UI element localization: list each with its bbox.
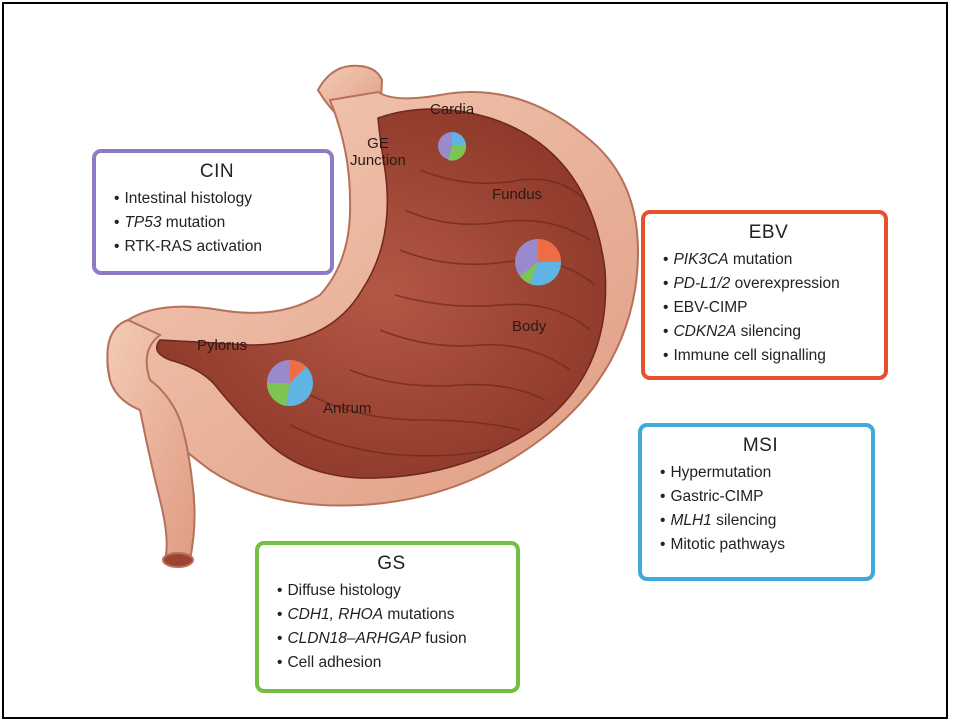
ebv-item: Immune cell signalling <box>663 344 874 368</box>
label-ge-junction-line2: Junction <box>350 152 406 169</box>
ebv-item: EBV-CIMP <box>663 296 874 320</box>
label-ge-junction: GE Junction <box>350 135 406 169</box>
cin-title: CIN <box>114 161 320 183</box>
msi-item: MLH1 silencing <box>660 509 861 533</box>
gs-box: GS Diffuse histology CDH1, RHOA mutation… <box>255 541 520 693</box>
ebv-item: PIK3CA mutation <box>663 248 874 272</box>
cin-item: RTK-RAS activation <box>114 235 320 259</box>
msi-item: Mitotic pathways <box>660 533 861 557</box>
gs-item: CLDN18–ARHGAP fusion <box>277 627 506 651</box>
ebv-title: EBV <box>663 222 874 244</box>
label-ge-junction-line1: GE <box>350 135 406 152</box>
ebv-item: CDKN2A silencing <box>663 320 874 344</box>
cin-item: Intestinal histology <box>114 187 320 211</box>
gs-item: CDH1, RHOA mutations <box>277 603 506 627</box>
msi-item: Gastric-CIMP <box>660 485 861 509</box>
label-cardia: Cardia <box>430 101 474 118</box>
ebv-item: PD-L1/2 overexpression <box>663 272 874 296</box>
cin-box: CIN Intestinal histology TP53 mutation R… <box>92 149 334 275</box>
label-fundus: Fundus <box>492 186 542 203</box>
duodenum-opening <box>163 553 193 567</box>
gs-item: Diffuse histology <box>277 579 506 603</box>
cin-item: TP53 mutation <box>114 211 320 235</box>
label-pylorus: Pylorus <box>197 337 247 354</box>
msi-item: Hypermutation <box>660 461 861 485</box>
gs-item: Cell adhesion <box>277 651 506 675</box>
msi-box: MSI Hypermutation Gastric-CIMP MLH1 sile… <box>638 423 875 581</box>
marker-antrum <box>267 360 313 406</box>
label-body: Body <box>512 318 546 335</box>
gs-title: GS <box>277 553 506 575</box>
label-antrum: Antrum <box>323 400 371 417</box>
ebv-box: EBV PIK3CA mutation PD-L1/2 overexpressi… <box>641 210 888 380</box>
msi-title: MSI <box>660 435 861 457</box>
